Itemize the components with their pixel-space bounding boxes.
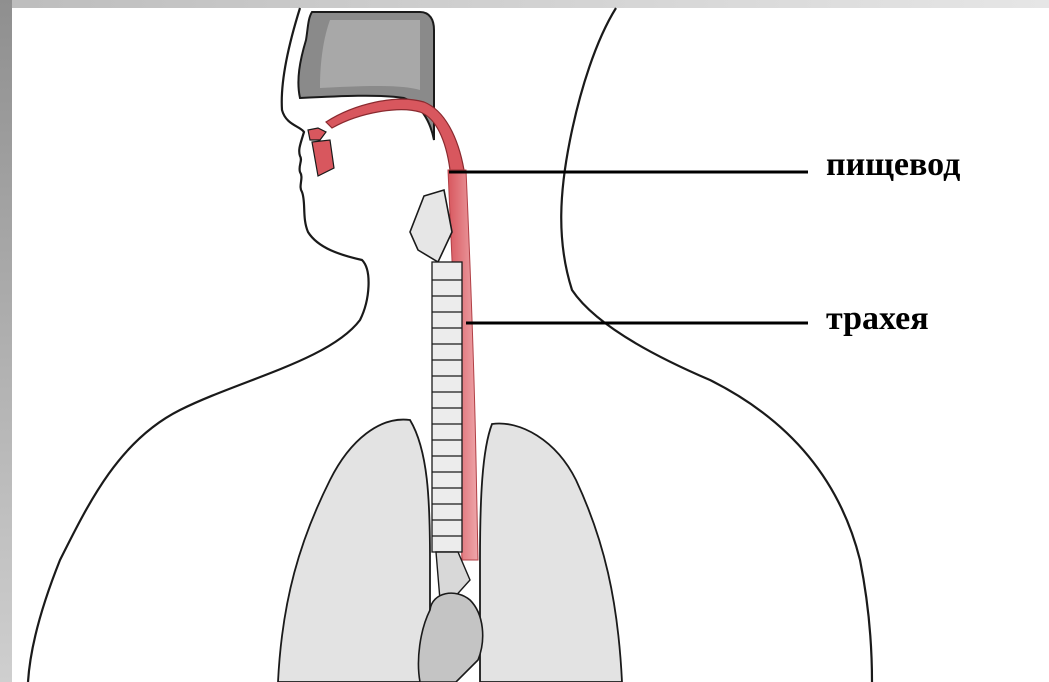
left-lung (278, 420, 430, 682)
nasal-cavity-inner (320, 20, 420, 90)
right-lung (480, 423, 622, 682)
label-esophagus: пищевод (826, 148, 960, 182)
pharynx (326, 99, 464, 170)
frame-left-bar (0, 0, 12, 682)
larynx (410, 190, 452, 262)
label-trachea: трахея (826, 302, 929, 336)
frame-top-bar (0, 0, 1049, 8)
lips (308, 128, 334, 176)
trachea (432, 262, 462, 552)
